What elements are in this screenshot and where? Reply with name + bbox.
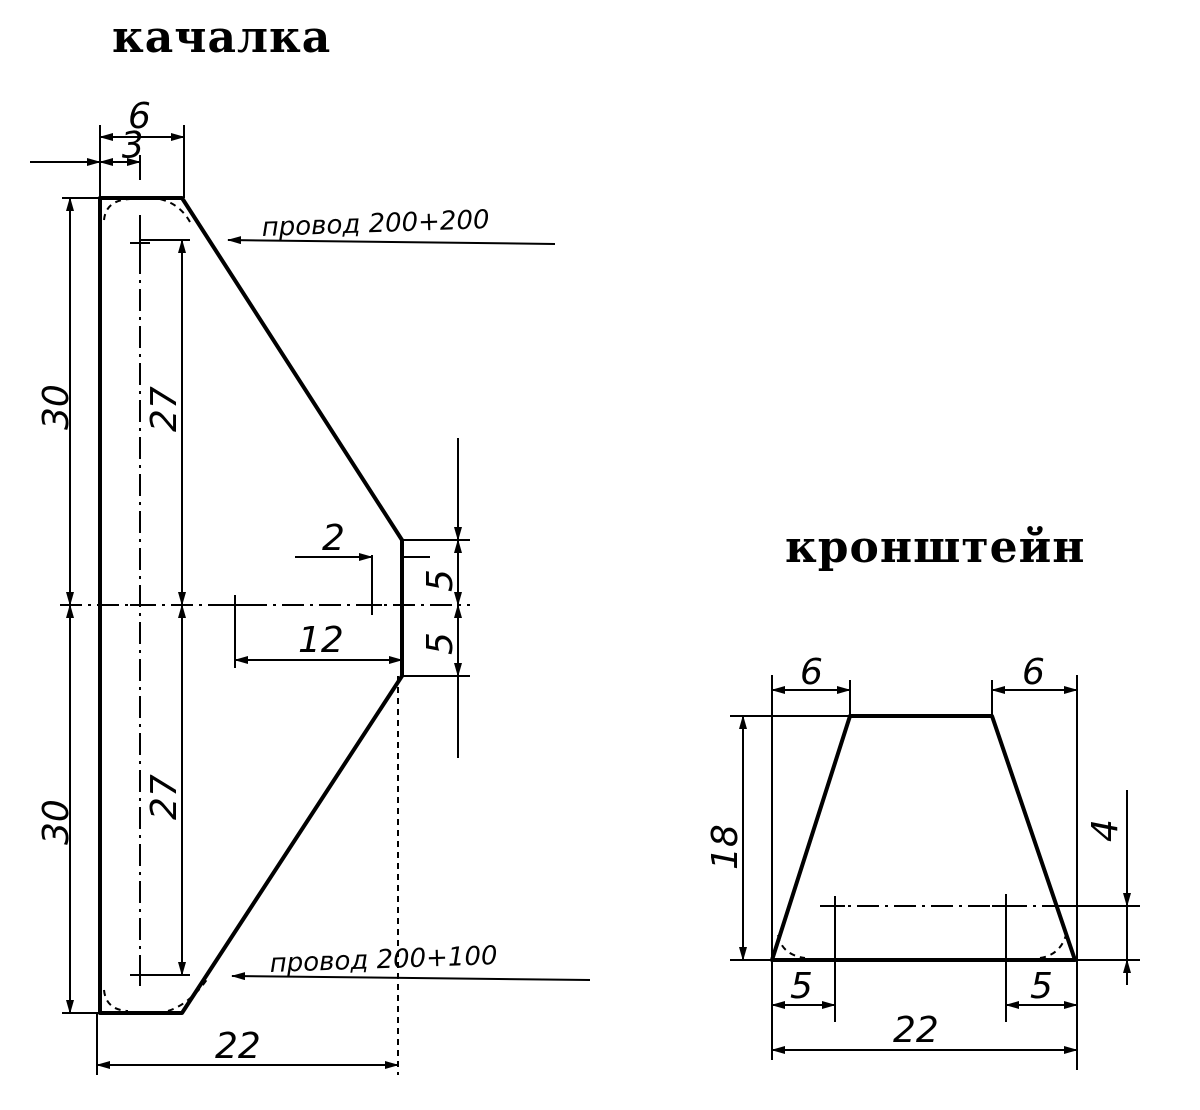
rocker-title: качалка [112,12,332,63]
rocker-drawing: 3 6 30 27 2 5 12 5 30 27 22 провод 200+2… [30,96,591,1075]
rocker-dim-22: 22 [215,1026,261,1067]
bracket-dim-5-left: 5 [790,966,813,1007]
rocker-dim-3: 3 [120,124,146,166]
rocker-dim-6: 6 [128,96,151,137]
wire-note-top: провод 200+200 [261,205,490,243]
bracket-dim-22: 22 [893,1010,939,1051]
rocker-dim-12: 12 [298,620,344,661]
rocker-dim-27-bottom: 27 [144,774,185,820]
bracket-drawing: 6 6 18 4 5 5 22 [705,652,1140,1070]
bracket-dim-18: 18 [705,824,746,870]
rocker-dim-30-bottom: 30 [36,799,77,845]
bracket-dim-5-right: 5 [1030,966,1053,1007]
wire-note-bottom: провод 200+100 [269,941,498,979]
bracket-dim-4: 4 [1085,819,1126,842]
rocker-dim-27-top: 27 [144,386,185,432]
bracket-outline [770,714,1077,962]
bracket-dim-6-left: 6 [800,652,823,693]
bracket-title: кронштейн [785,522,1086,573]
rocker-dim-5-bottom: 5 [420,632,461,655]
rocker-dim-2: 2 [322,518,345,559]
bracket-dim-6-right: 6 [1022,652,1045,693]
rocker-dim-30-top: 30 [36,384,77,430]
rocker-dim-5-top: 5 [420,569,461,592]
